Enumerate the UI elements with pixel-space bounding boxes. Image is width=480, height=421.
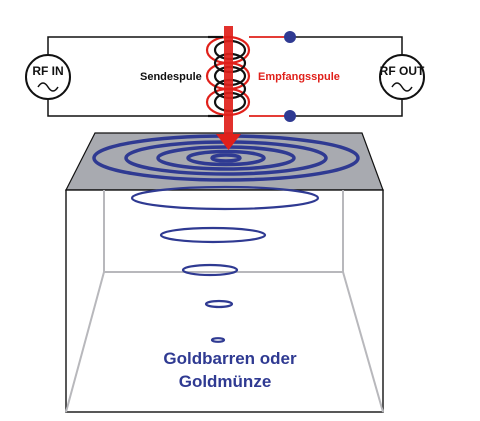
rf-in-label: RF IN bbox=[32, 64, 63, 78]
receive-node-bottom bbox=[284, 110, 296, 122]
target-label-line1: Goldbarren oder bbox=[163, 349, 297, 368]
send-coil-label: Sendespule bbox=[140, 71, 202, 83]
box-edge-left bbox=[65, 271, 105, 413]
circuit-wires bbox=[47, 36, 403, 117]
box-edge-right bbox=[342, 271, 384, 413]
receive-node-top bbox=[284, 31, 296, 43]
field-rings-underground bbox=[130, 185, 320, 343]
receive-coil-wires bbox=[249, 36, 290, 117]
sine-wave-icon bbox=[391, 82, 413, 92]
sine-wave-icon bbox=[37, 82, 59, 92]
rf-out-source: RF OUT bbox=[379, 54, 425, 100]
box-back-edges bbox=[103, 190, 344, 273]
rf-in-source: RF IN bbox=[25, 54, 71, 100]
receive-coil-label: Empfangsspule bbox=[258, 71, 340, 83]
red-down-arrow-icon bbox=[216, 26, 241, 150]
target-label-line2: Goldmünze bbox=[179, 372, 272, 391]
rf-out-label: RF OUT bbox=[380, 64, 425, 78]
